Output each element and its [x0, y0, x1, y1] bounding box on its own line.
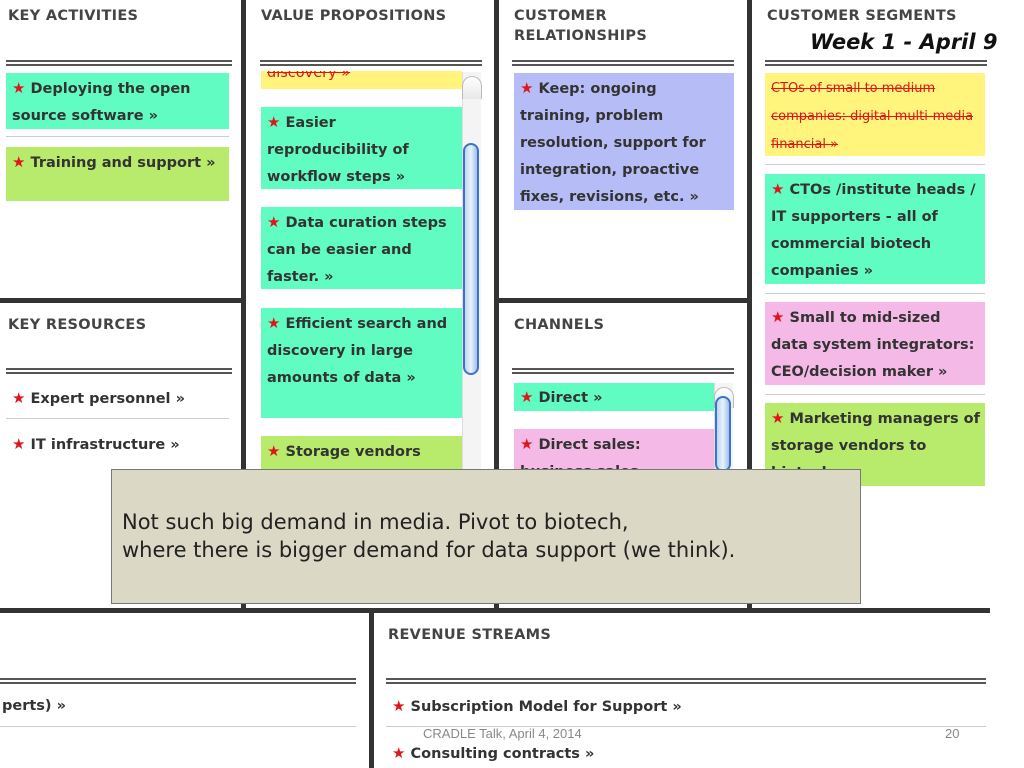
header-revenue-streams: REVENUE STREAMS	[388, 627, 552, 643]
customer-relationship-card-1[interactable]: ★ Keep: ongoing training, problem resolu…	[514, 73, 734, 210]
separator	[765, 164, 985, 165]
revenue-item-2[interactable]: ★ Consulting contracts »	[386, 738, 986, 768]
star-icon: ★	[12, 153, 26, 171]
key-resource-item-2[interactable]: ★ IT infrastructure »	[6, 429, 229, 459]
header-key-activities: KEY ACTIVITIES	[8, 8, 139, 24]
rule-customer-segments	[765, 60, 987, 66]
star-icon: ★	[771, 308, 785, 326]
channel-card-1[interactable]: ★ Direct »	[514, 383, 714, 411]
divider-vertical-3	[747, 0, 752, 610]
value-prop-card-2[interactable]: ★ Data curation steps can be easier and …	[261, 207, 462, 289]
star-icon: ★	[12, 435, 26, 453]
week-label: Week 1 - April 9	[810, 30, 998, 54]
rule-value-propositions	[260, 60, 482, 66]
channel-scrollbar-thumb[interactable]	[715, 396, 731, 472]
customer-segment-text-3: Small to mid-sized data system integrato…	[771, 310, 975, 380]
star-icon: ★	[267, 314, 281, 332]
rule-key-resources	[6, 368, 232, 374]
header-channels: CHANNELS	[514, 317, 605, 333]
value-prop-text-2: Data curation steps can be easier and fa…	[267, 215, 447, 285]
page-number: 20	[945, 726, 960, 741]
separator	[0, 726, 356, 727]
value-prop-text-3: Efficient search and discovery in large …	[267, 316, 448, 386]
cost-text-1: perts) »	[2, 698, 66, 714]
key-activity-card-1[interactable]: ★ Deploying the open source software »	[6, 73, 229, 129]
rule-key-activities	[6, 60, 232, 66]
customer-segment-card-1[interactable]: CTOs of small to medium companies: digit…	[765, 73, 985, 156]
star-icon: ★	[267, 213, 281, 231]
key-resource-text-2: IT infrastructure »	[30, 437, 180, 453]
customer-segment-card-2[interactable]: ★ CTOs /institute heads / IT supporters …	[765, 174, 985, 284]
customer-segment-text-1: CTOs of small to medium companies: digit…	[771, 81, 974, 152]
value-prop-scrollbar-cap	[462, 76, 482, 99]
rule-revenue-streams	[386, 678, 986, 684]
star-icon: ★	[520, 435, 534, 453]
key-activity-card-2[interactable]: ★ Training and support »	[6, 147, 229, 201]
revenue-text-2: Consulting contracts »	[410, 746, 595, 762]
key-activity-text-1: Deploying the open source software »	[12, 81, 191, 124]
header-value-propositions: VALUE PROPOSITIONS	[261, 8, 447, 24]
value-prop-card-4[interactable]: ★ Storage vendors	[261, 436, 462, 470]
star-icon: ★	[12, 79, 26, 97]
customer-segment-card-3[interactable]: ★ Small to mid-sized data system integra…	[765, 302, 985, 385]
note-line-1: Not such big demand in media. Pivot to b…	[122, 510, 629, 534]
key-resource-text-1: Expert personnel »	[30, 391, 185, 407]
divider-horizontal-mid	[496, 298, 750, 303]
revenue-text-1: Subscription Model for Support »	[410, 699, 682, 715]
star-icon: ★	[392, 697, 406, 715]
value-prop-text-1: Easier reproducibility of workflow steps…	[267, 115, 409, 185]
key-activity-text-2: Training and support »	[30, 155, 216, 171]
separator	[765, 293, 985, 294]
customer-segment-text-2: CTOs /institute heads / IT supporters - …	[771, 182, 976, 279]
separator	[386, 726, 986, 727]
star-icon: ★	[771, 180, 785, 198]
note-line-2: where there is bigger demand for data su…	[122, 538, 736, 562]
rule-channels	[512, 368, 734, 374]
star-icon: ★	[520, 388, 534, 406]
value-prop-card-1[interactable]: ★ Easier reproducibility of workflow ste…	[261, 107, 462, 189]
channel-text-2: Direct sales: business sales	[520, 437, 641, 471]
header-customer-relationships: CUSTOMER RELATIONSHIPS	[514, 6, 647, 46]
separator	[6, 136, 229, 137]
star-icon: ★	[520, 79, 534, 97]
channel-card-2[interactable]: ★ Direct sales: business sales	[514, 429, 714, 471]
header-customer-relationships-line2: RELATIONSHIPS	[514, 28, 648, 44]
header-customer-segments: CUSTOMER SEGMENTS	[767, 8, 957, 24]
separator	[6, 418, 229, 419]
value-prop-card-0[interactable]: discovery »	[261, 71, 462, 89]
footer-caption: CRADLE Talk, April 4, 2014	[423, 726, 582, 741]
divider-vertical-4	[369, 610, 374, 768]
value-prop-text-0: discovery »	[267, 71, 351, 81]
star-icon: ★	[267, 113, 281, 131]
separator	[765, 394, 985, 395]
value-prop-card-3[interactable]: ★ Efficient search and discovery in larg…	[261, 308, 462, 418]
channel-text-1: Direct »	[538, 390, 603, 406]
star-icon: ★	[267, 442, 281, 460]
star-icon: ★	[771, 409, 785, 427]
key-resource-item-1[interactable]: ★ Expert personnel »	[6, 383, 229, 413]
star-icon: ★	[12, 389, 26, 407]
divider-horizontal-bottom	[0, 608, 990, 613]
rule-customer-relationships	[512, 60, 734, 66]
header-customer-relationships-line1: CUSTOMER	[514, 8, 607, 24]
divider-vertical-1	[241, 0, 246, 610]
value-prop-scrollbar-thumb[interactable]	[463, 143, 479, 375]
cost-item-1[interactable]: perts) »	[0, 691, 356, 721]
revenue-item-1[interactable]: ★ Subscription Model for Support »	[386, 691, 986, 721]
header-key-resources: KEY RESOURCES	[8, 317, 147, 333]
rule-cost-structure	[0, 678, 356, 684]
divider-horizontal-left	[0, 298, 244, 303]
note-callout: Not such big demand in media. Pivot to b…	[111, 469, 861, 604]
star-icon: ★	[392, 744, 406, 762]
divider-vertical-2	[494, 0, 499, 610]
value-prop-text-4: Storage vendors	[285, 444, 421, 460]
customer-relationship-text-1: Keep: ongoing training, problem resoluti…	[520, 81, 706, 205]
